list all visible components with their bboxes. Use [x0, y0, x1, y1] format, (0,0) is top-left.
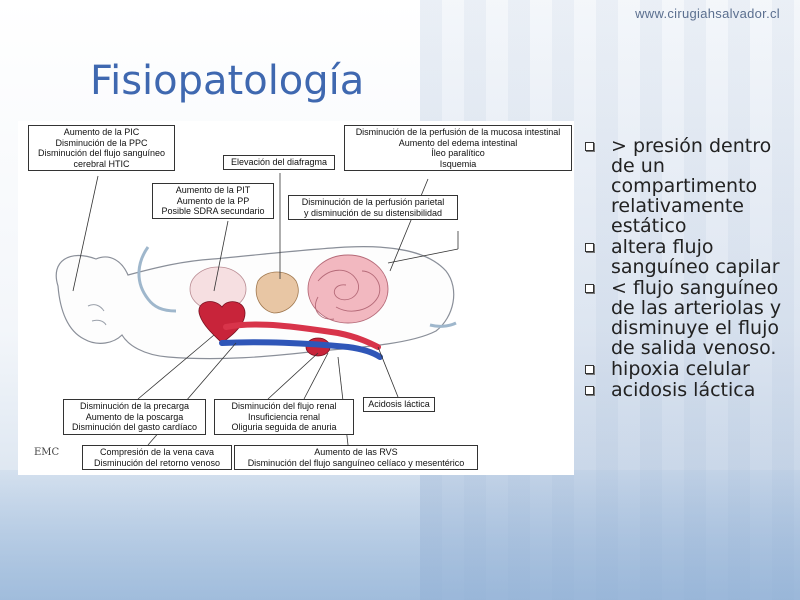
bullet-item: hipoxia celular [585, 359, 790, 379]
artery-vessel [223, 321, 381, 350]
square-bullet-icon [585, 243, 594, 252]
vein-vessel [219, 339, 383, 360]
bullet-list: > presión dentro de un compartimento rel… [585, 136, 790, 401]
signature-mark: EMC [34, 447, 60, 458]
endotracheal-tube [137, 246, 177, 313]
slide-title: Fisiopatología [90, 58, 365, 104]
label-precarga: Disminución de la precarga Aumento de la… [63, 399, 206, 435]
label-acidosis: Acidosis láctica [363, 397, 435, 412]
site-url: www.cirugiahsalvador.cl [635, 6, 780, 21]
label-mucosa: Disminución de la perfusión de la mucosa… [344, 125, 572, 171]
bladder-catheter [429, 321, 457, 328]
bullet-item: altera flujo sanguíneo capilar [585, 237, 790, 277]
square-bullet-icon [585, 142, 594, 151]
background-bottom-band [0, 470, 800, 600]
square-bullet-icon [585, 365, 594, 374]
label-vena-cava: Compresión de la vena cava Disminución d… [82, 445, 232, 470]
label-pic: Aumento de la PIC Disminución de la PPC … [28, 125, 175, 171]
heart-shape [198, 301, 246, 344]
pathophysiology-diagram: Aumento de la PIC Disminución de la PPC … [18, 121, 574, 475]
square-bullet-icon [585, 284, 594, 293]
bullet-item: > presión dentro de un compartimento rel… [585, 136, 790, 236]
head-face [87, 304, 107, 326]
label-parietal: Disminución de la perfusión parietal y d… [288, 195, 458, 220]
bullet-item: acidosis láctica [585, 380, 790, 400]
label-rvs: Aumento de las RVS Disminución del flujo… [234, 445, 478, 470]
bullet-item: < flujo sanguíneo de las arteriolas y di… [585, 278, 790, 358]
square-bullet-icon [585, 386, 594, 395]
label-pit: Aumento de la PIT Aumento de la PP Posib… [152, 183, 274, 219]
label-diafragma: Elevación del diafragma [223, 155, 335, 170]
intestines [307, 254, 389, 324]
label-renal: Disminución del flujo renal Insuficienci… [214, 399, 354, 435]
diagram-illustration [55, 173, 459, 446]
liver-shape [255, 271, 299, 314]
